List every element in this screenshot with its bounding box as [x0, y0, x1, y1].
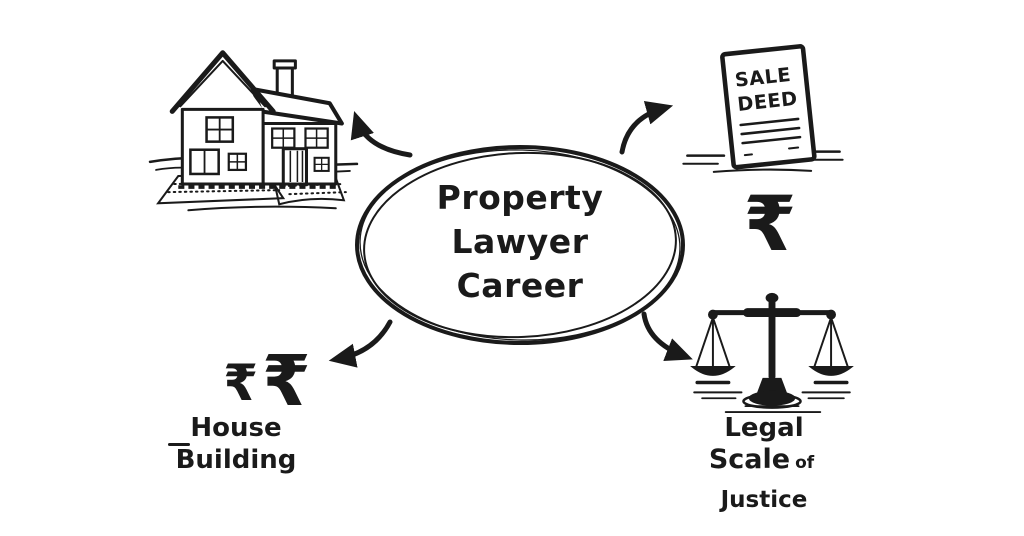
scales-body: [690, 292, 854, 409]
rupee-small-icon: ₹: [223, 354, 259, 412]
deed-paper: SALE DEED: [720, 44, 817, 170]
arrow-to-house: [350, 111, 413, 158]
house-icon: [148, 50, 359, 212]
center-title: Property Lawyer Career: [390, 176, 650, 308]
house-label-line2: Building: [175, 445, 297, 475]
legal-label-line2: Scale of Justice: [666, 444, 862, 523]
legal-label-scale: Scale: [708, 444, 791, 475]
legal-label-of: of: [795, 453, 815, 473]
rupee-icon: ₹: [743, 179, 797, 268]
sale-deed-icon: SALE DEED: [682, 44, 844, 173]
center-title-line3: Career: [456, 266, 584, 305]
center-title-line2: Lawyer: [451, 222, 589, 261]
scales-of-justice-icon: [690, 292, 854, 414]
arrow-to-sale-deed: [619, 100, 674, 155]
arrow-to-rupees: [328, 319, 393, 368]
house-label-line1: House: [190, 413, 282, 443]
house-openings: [189, 116, 330, 186]
underline-mark: [168, 443, 190, 446]
center-ellipse: [355, 145, 685, 345]
rupee-large-icon: ₹: [262, 340, 311, 422]
rupee-pair-icon: ₹ ₹: [202, 316, 332, 416]
arrow-to-scales: [641, 311, 693, 361]
house-label: House Building: [148, 412, 324, 476]
center-title-line1: Property: [436, 178, 604, 217]
legal-label-line1: Legal: [724, 413, 804, 443]
legal-label: Legal Scale of Justice: [666, 412, 862, 523]
legal-label-justice: Justice: [720, 487, 808, 513]
